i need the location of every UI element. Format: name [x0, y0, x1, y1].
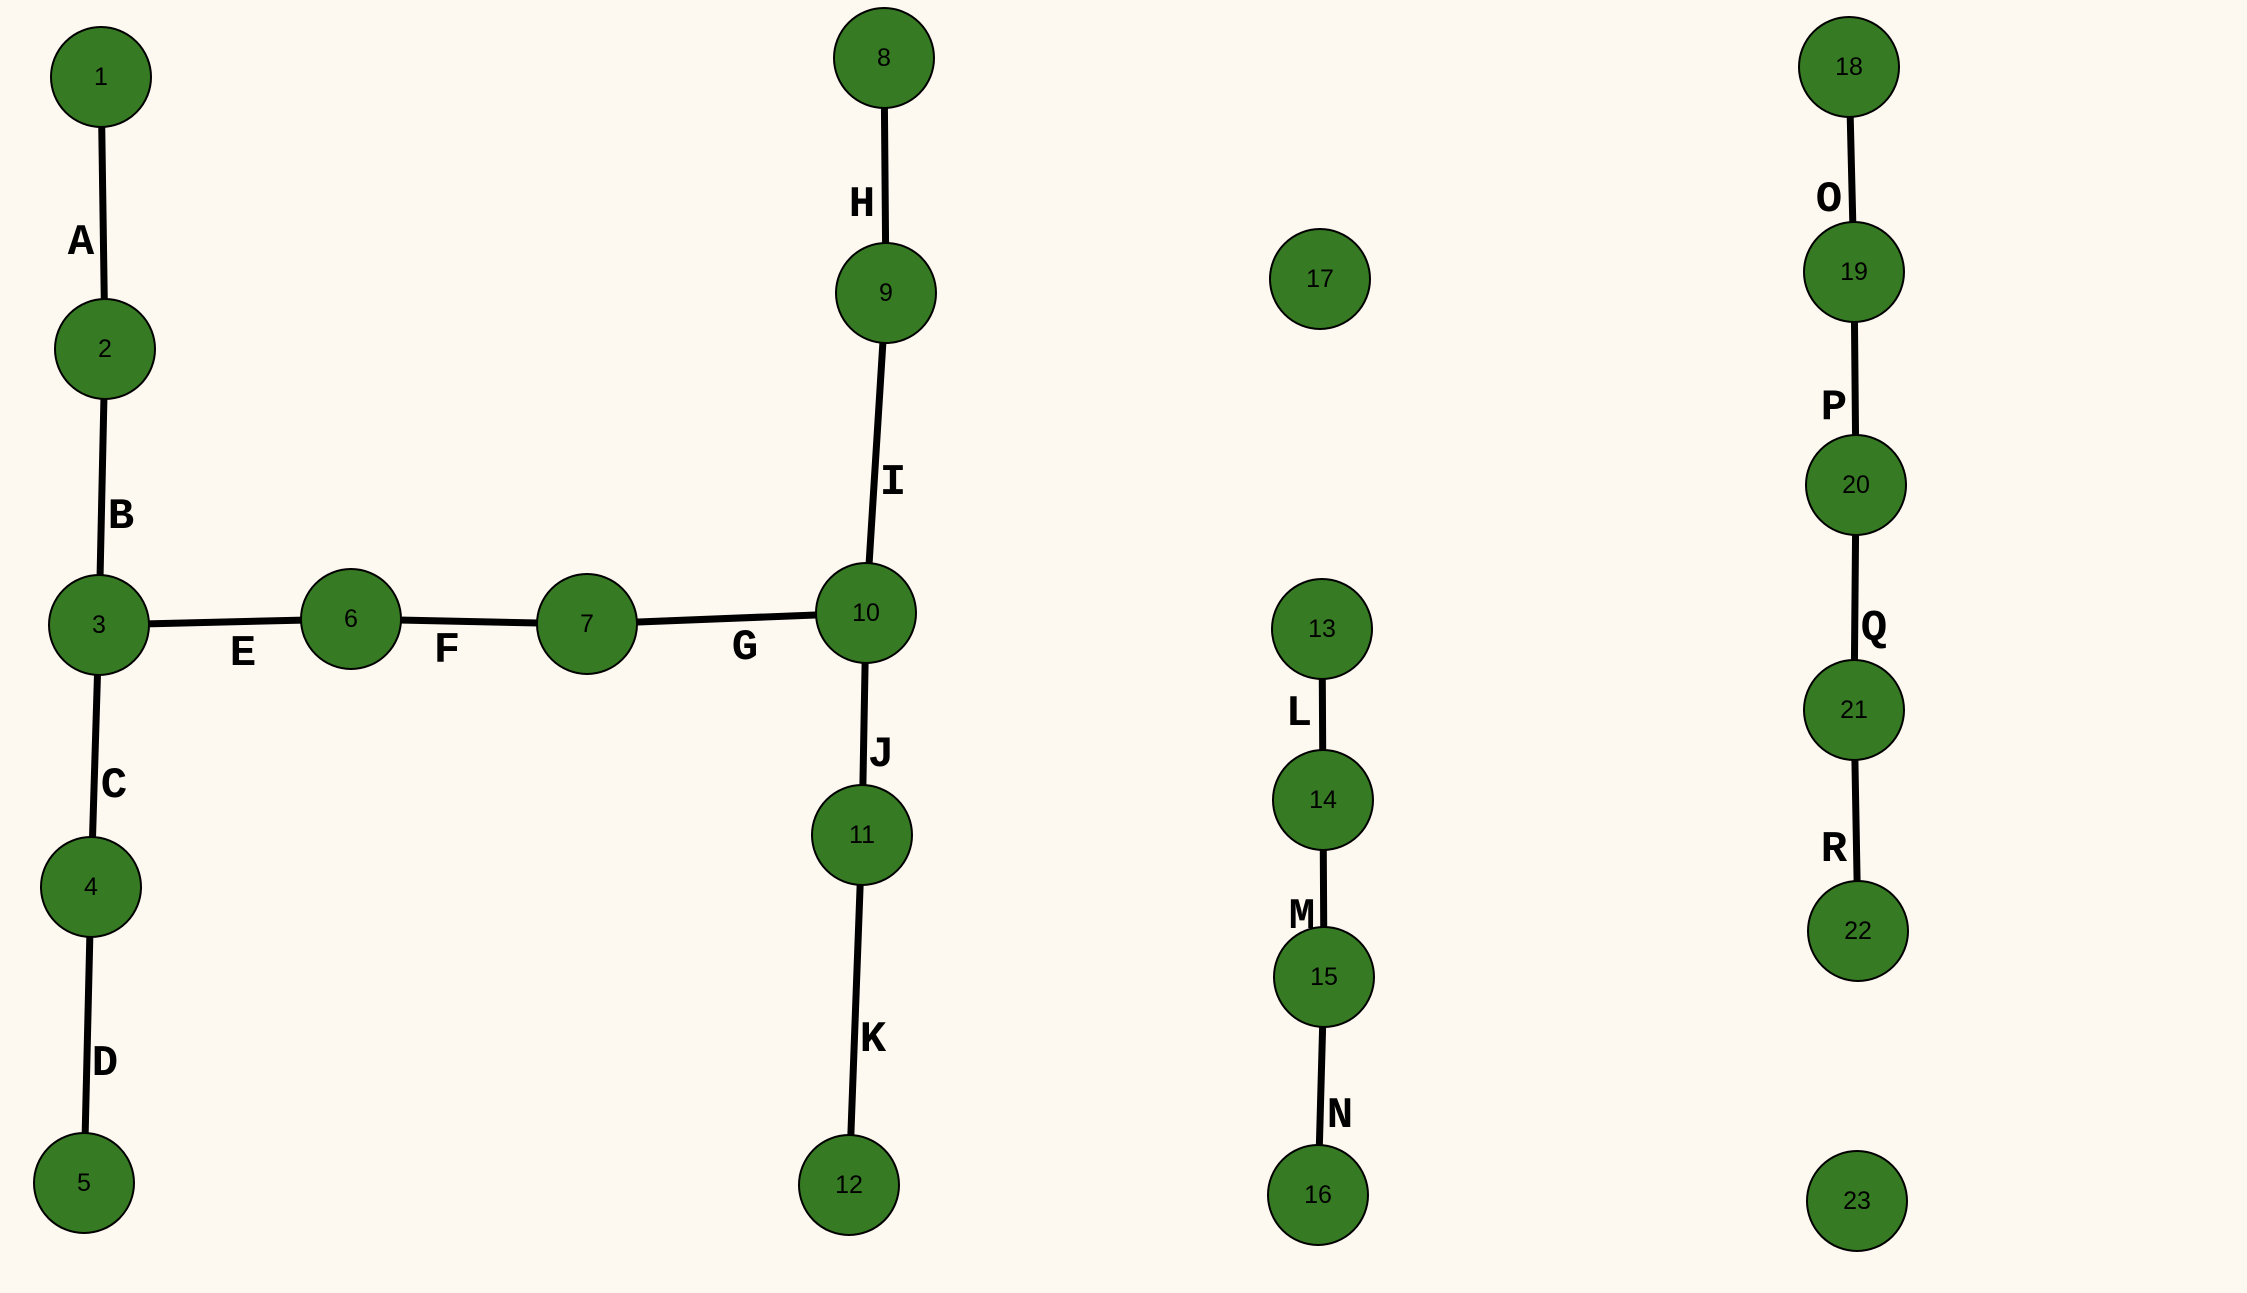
edge-label-q: Q [1861, 604, 1887, 654]
node-circle [48, 574, 150, 676]
node-label: 7 [580, 610, 594, 638]
node-circle [798, 1134, 900, 1236]
edge-label-j: J [868, 730, 894, 780]
edge-label-e: E [230, 629, 256, 679]
node-label: 17 [1306, 265, 1334, 293]
node-circle [1269, 228, 1371, 330]
node-label: 1 [94, 63, 108, 91]
node-3: 3 [48, 574, 150, 676]
node-circle [50, 26, 152, 128]
node-20: 20 [1805, 434, 1907, 536]
node-circle [1798, 16, 1900, 118]
edge-label-p: P [1821, 383, 1847, 433]
node-circle [1806, 1150, 1908, 1252]
node-1: 1 [50, 26, 152, 128]
node-label: 15 [1310, 963, 1338, 991]
node-6: 6 [300, 568, 402, 670]
node-23: 23 [1806, 1150, 1908, 1252]
edge-label-l: L [1286, 689, 1312, 739]
node-label: 23 [1843, 1187, 1871, 1215]
node-label: 14 [1309, 786, 1337, 814]
node-label: 20 [1842, 471, 1870, 499]
node-label: 5 [77, 1169, 91, 1197]
node-circle [1267, 1144, 1369, 1246]
node-circle [1807, 880, 1909, 982]
node-21: 21 [1803, 659, 1905, 761]
node-label: 8 [877, 44, 891, 72]
node-label: 19 [1840, 258, 1868, 286]
node-14: 14 [1272, 749, 1374, 851]
edge-label-f: F [434, 626, 460, 676]
node-label: 21 [1840, 696, 1868, 724]
edge-label-o: O [1816, 175, 1842, 225]
node-17: 17 [1269, 228, 1371, 330]
node-label: 3 [92, 611, 106, 639]
edge-label-c: C [101, 761, 127, 811]
edge-label-i: I [880, 458, 906, 508]
edge-label-r: R [1821, 825, 1848, 875]
edge-label-g: G [732, 623, 758, 673]
edge-label-k: K [860, 1015, 887, 1065]
node-label: 4 [84, 873, 98, 901]
node-5: 5 [33, 1132, 135, 1234]
node-7: 7 [536, 573, 638, 675]
node-circle [1803, 659, 1905, 761]
node-circle [300, 568, 402, 670]
node-12: 12 [798, 1134, 900, 1236]
edge-i [862, 289, 890, 617]
edge-label-b: B [108, 492, 134, 542]
node-19: 19 [1803, 221, 1905, 323]
node-circle [40, 836, 142, 938]
node-16: 16 [1267, 1144, 1369, 1246]
node-label: 6 [344, 605, 358, 633]
node-circle [815, 562, 917, 664]
node-circle [1272, 749, 1374, 851]
node-13: 13 [1271, 578, 1373, 680]
node-label: 22 [1844, 917, 1872, 945]
node-15: 15 [1273, 926, 1375, 1028]
node-label: 16 [1304, 1181, 1332, 1209]
node-label: 10 [852, 599, 880, 627]
node-22: 22 [1807, 880, 1909, 982]
node-label: 11 [849, 821, 875, 849]
node-label: 2 [98, 335, 112, 363]
node-circle [33, 1132, 135, 1234]
node-8: 8 [833, 7, 935, 109]
node-4: 4 [40, 836, 142, 938]
node-label: 13 [1308, 615, 1336, 643]
node-2: 2 [54, 298, 156, 400]
edge-label-n: N [1327, 1091, 1353, 1141]
edge-label-h: H [849, 180, 875, 230]
node-11: 11 [811, 784, 913, 886]
node-circle [833, 7, 935, 109]
node-9: 9 [835, 242, 937, 344]
node-label: 18 [1835, 53, 1863, 81]
edge-label-a: A [68, 218, 95, 268]
node-18: 18 [1798, 16, 1900, 118]
node-10: 10 [815, 562, 917, 664]
node-circle [1803, 221, 1905, 323]
node-label: 12 [835, 1171, 863, 1199]
node-circle [536, 573, 638, 675]
node-label: 9 [879, 279, 893, 307]
node-circle [1805, 434, 1907, 536]
node-circle [835, 242, 937, 344]
edge-label-d: D [92, 1039, 118, 1089]
node-circle [811, 784, 913, 886]
node-circle [1273, 926, 1375, 1028]
node-circle [54, 298, 156, 400]
edge-k [845, 831, 866, 1189]
node-circle [1271, 578, 1373, 680]
